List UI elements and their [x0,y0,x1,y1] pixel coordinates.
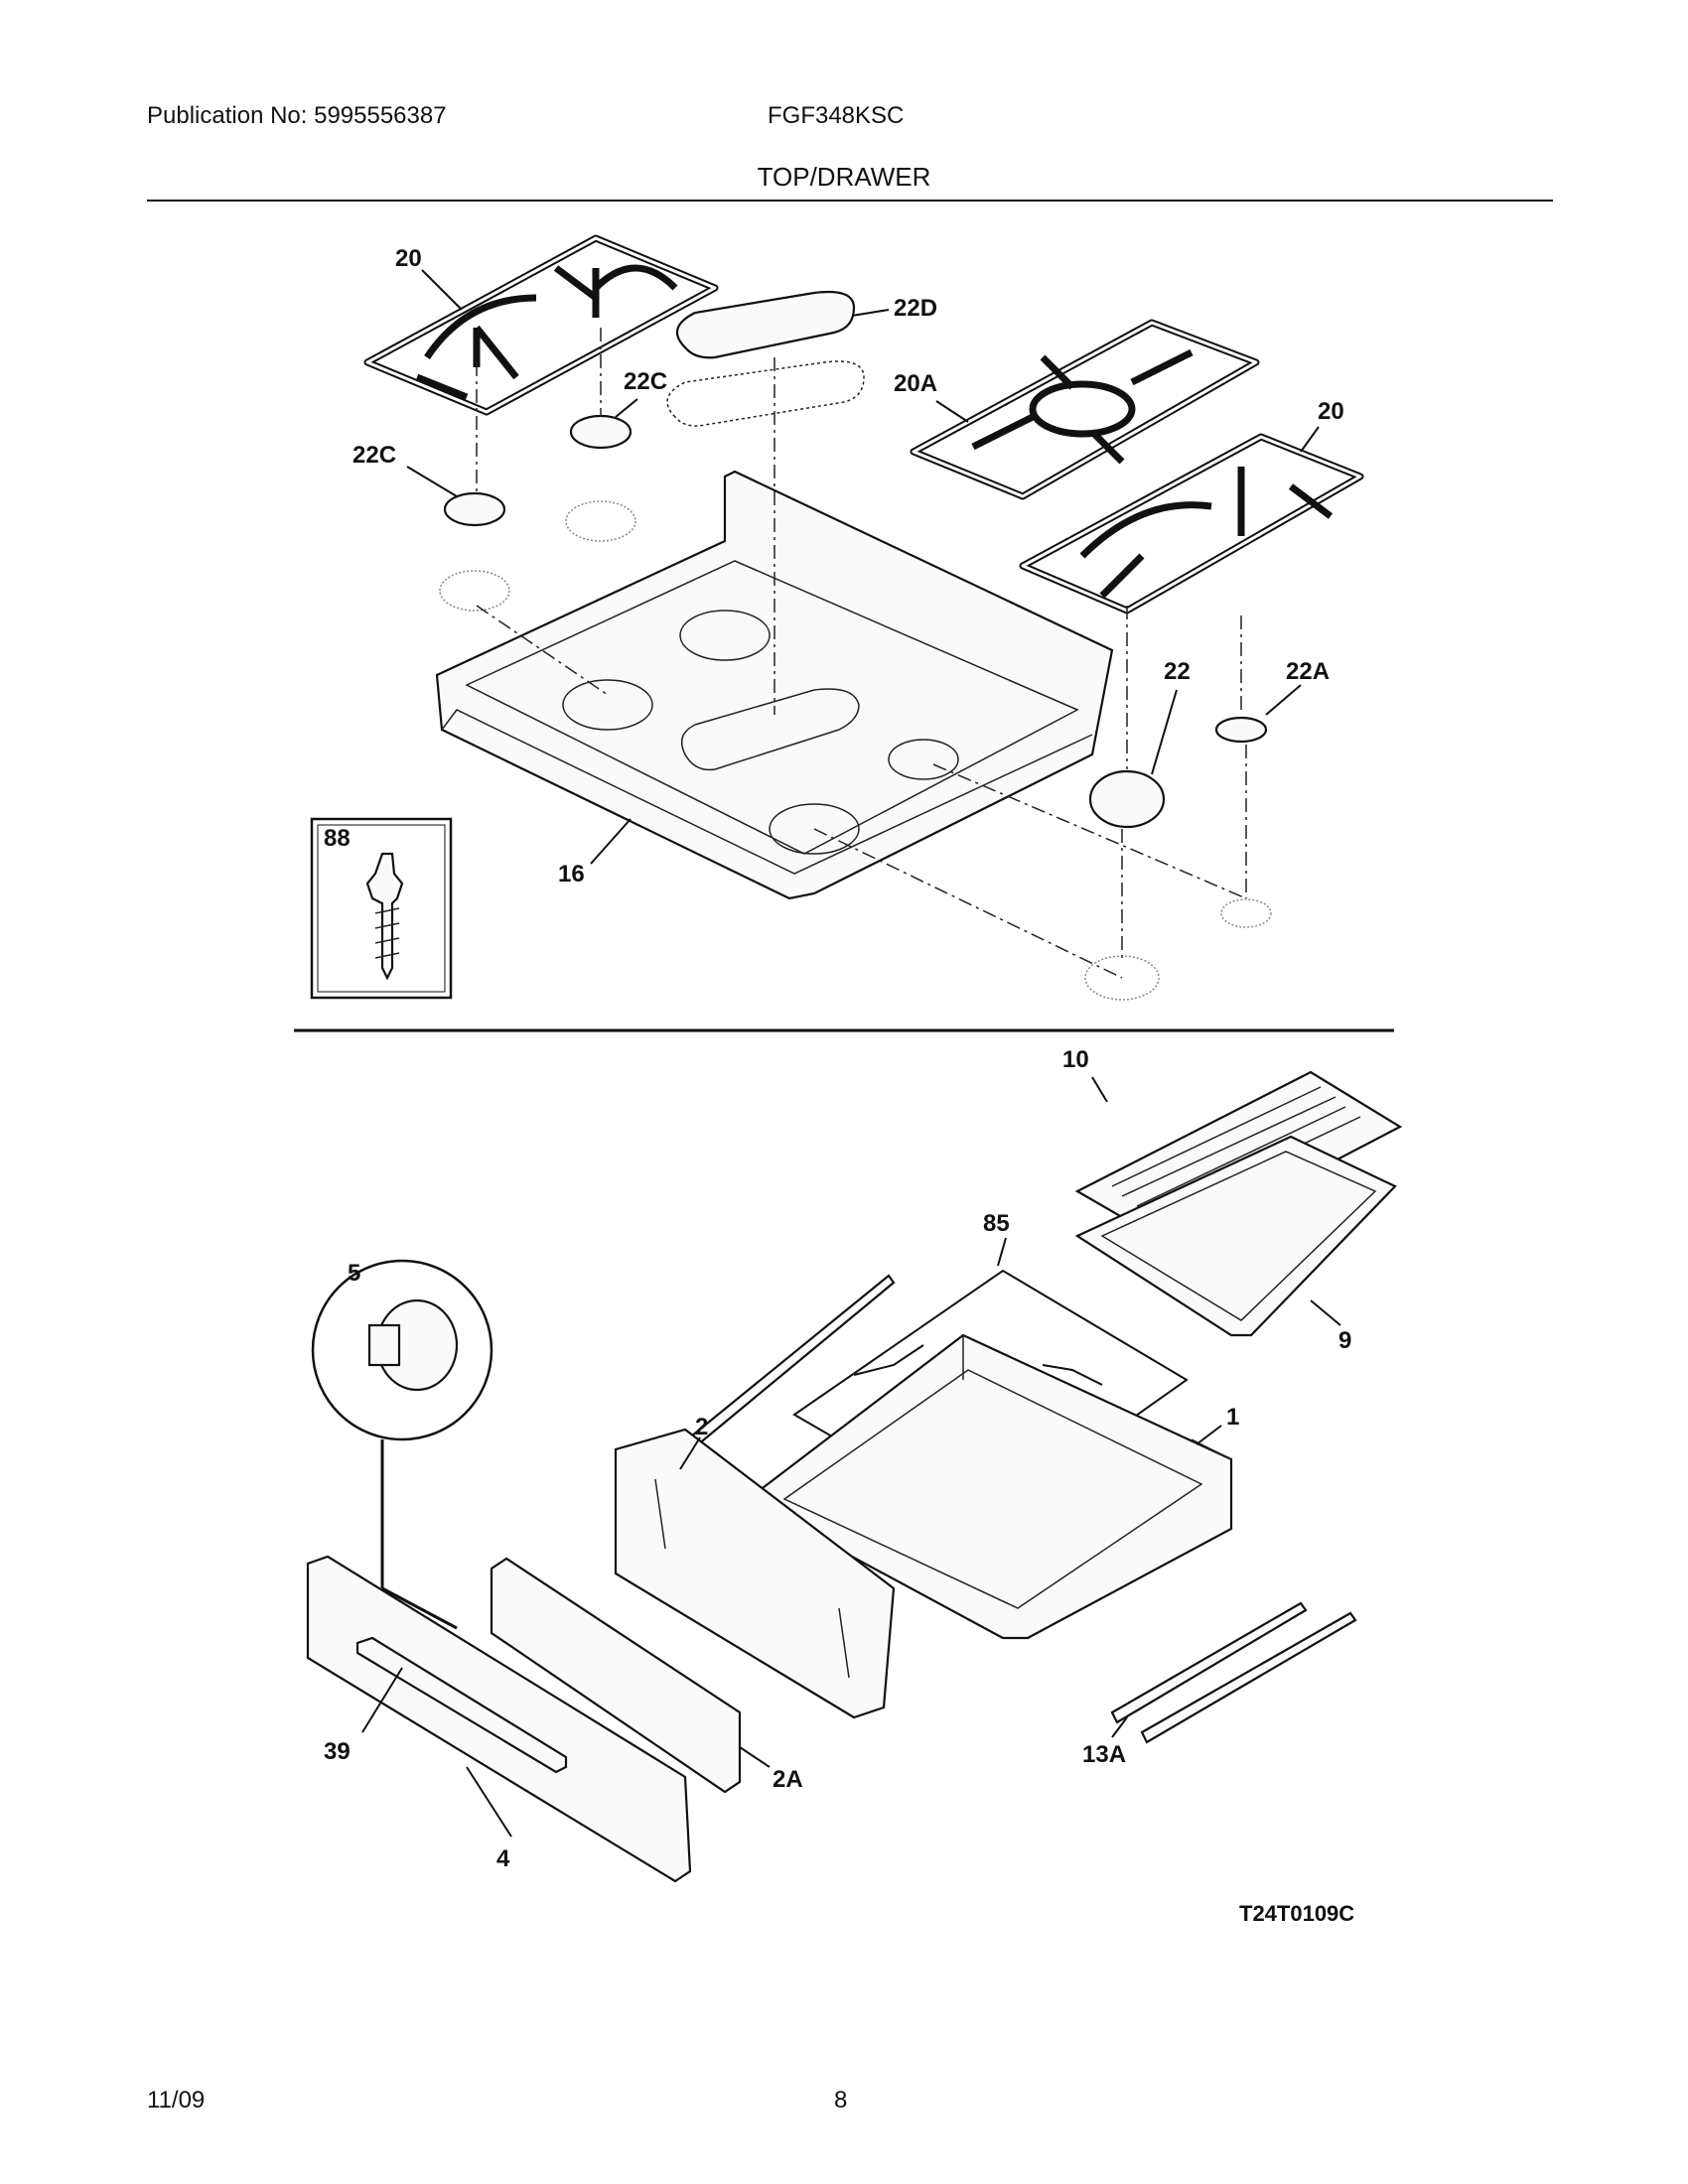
burner-cap-small [1214,716,1268,744]
callout-39: 39 [324,1738,351,1765]
header-rule [147,200,1553,202]
leader-lines [361,269,1341,1838]
callout-16: 16 [558,861,585,887]
model-number: FGF348KSC [768,102,905,129]
callout-20A: 20A [894,370,937,397]
callout-22C-lower: 22C [352,442,396,469]
callout-20-right: 20 [1318,398,1344,425]
section-title: TOP/DRAWER [757,162,931,192]
callout-5: 5 [348,1260,360,1287]
callout-10: 10 [1062,1046,1089,1073]
griddle-cover [666,290,865,427]
grate-right [1019,433,1364,614]
callout-22: 22 [1164,658,1191,685]
drawer-front [306,1555,692,1883]
callout-20-left: 20 [395,245,422,272]
footer-page-number: 8 [834,2087,848,2114]
burner-head-upper [565,500,636,542]
callout-22D: 22D [894,295,937,322]
burner-head-small [1220,898,1272,928]
slide-rail-lower-left [1110,1601,1308,1724]
callout-2A: 2A [773,1766,803,1793]
callout-2: 2 [695,1414,708,1440]
burner-cap-large [1088,769,1166,829]
callout-4: 4 [496,1845,510,1872]
callout-85: 85 [983,1210,1010,1237]
diagram-code: T24T0109C [1239,1901,1354,1926]
publication-number: Publication No: 5995556387 [147,102,447,129]
burner-cap-upper [569,414,633,450]
broiler-pan [1074,1135,1397,1337]
assembly-line [476,328,1247,979]
burner-head-lower [439,570,510,612]
drawer-inner-panel [490,1557,742,1794]
grate-center-right [910,319,1260,500]
inset-box-screw [310,817,453,1000]
footer-date: 11/09 [147,2087,206,2114]
callout-13A: 13A [1082,1741,1126,1768]
knob-inset [311,1259,493,1630]
callout-9: 9 [1338,1327,1351,1354]
burner-cap-lower [443,491,506,527]
drawer-back-panel [614,1428,896,1719]
slide-rail-lower-right [1140,1611,1357,1744]
grate-left [363,234,719,416]
callout-22A: 22A [1286,658,1330,685]
callout-22C-upper: 22C [624,368,667,395]
callout-1: 1 [1226,1404,1239,1431]
callout-88: 88 [324,825,351,852]
